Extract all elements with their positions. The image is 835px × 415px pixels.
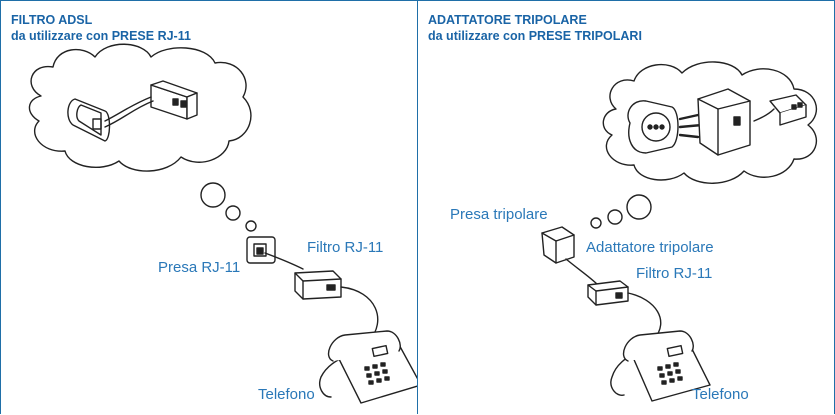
cloud-filter-icon xyxy=(753,94,807,126)
cloud-filter-icon xyxy=(104,80,198,128)
bubble-2 xyxy=(225,205,241,221)
bubble-2 xyxy=(607,209,623,225)
cable-jack-to-filter xyxy=(264,252,304,270)
bubble-1 xyxy=(200,182,226,208)
right-diagram xyxy=(541,61,818,402)
label-telefono: Telefono xyxy=(692,386,749,403)
filter-rj11-icon xyxy=(587,280,629,306)
filter-rj11-icon xyxy=(294,270,342,300)
cable-adapter-to-filter xyxy=(565,258,599,286)
bubble-1 xyxy=(626,194,652,220)
label-adattatore-tripolare: Adattatore tripolare xyxy=(586,239,714,256)
bubble-3 xyxy=(590,217,602,229)
label-presa-tripolare: Presa tripolare xyxy=(450,206,548,223)
label-filtro-rj11: Filtro RJ-11 xyxy=(307,239,384,256)
tripolar-outlet-icon xyxy=(541,226,575,264)
cloud-plug-prongs-icon xyxy=(678,113,704,139)
left-title-line1: FILTRO ADSL xyxy=(11,13,93,27)
thought-cloud xyxy=(602,61,818,184)
telephone-icon xyxy=(622,330,711,402)
bubble-3 xyxy=(245,220,257,232)
telephone-icon xyxy=(327,330,419,404)
left-panel: FILTRO ADSL da utilizzare con PRESE RJ-1… xyxy=(0,0,419,414)
left-diagram xyxy=(28,43,419,404)
right-title-line1: ADATTATORE TRIPOLARE xyxy=(428,13,587,27)
right-panel-title: ADATTATORE TRIPOLARE da utilizzare con P… xyxy=(428,12,642,44)
right-title-line2: da utilizzare con PRESE TRIPOLARI xyxy=(428,29,642,43)
thought-cloud xyxy=(28,43,252,172)
label-telefono: Telefono xyxy=(258,386,315,403)
cloud-tripolar-outlet-icon xyxy=(627,100,679,154)
cloud-wall-jack-icon xyxy=(67,98,111,142)
cloud-adapter-icon xyxy=(697,88,751,156)
left-panel-title: FILTRO ADSL da utilizzare con PRESE RJ-1… xyxy=(11,12,191,44)
right-panel: ADATTATORE TRIPOLARE da utilizzare con P… xyxy=(417,0,835,414)
wall-jack-rj11-icon xyxy=(246,236,276,264)
label-presa-rj11: Presa RJ-11 xyxy=(158,259,241,276)
label-filtro-rj11: Filtro RJ-11 xyxy=(636,265,713,282)
left-title-line2: da utilizzare con PRESE RJ-11 xyxy=(11,29,191,43)
